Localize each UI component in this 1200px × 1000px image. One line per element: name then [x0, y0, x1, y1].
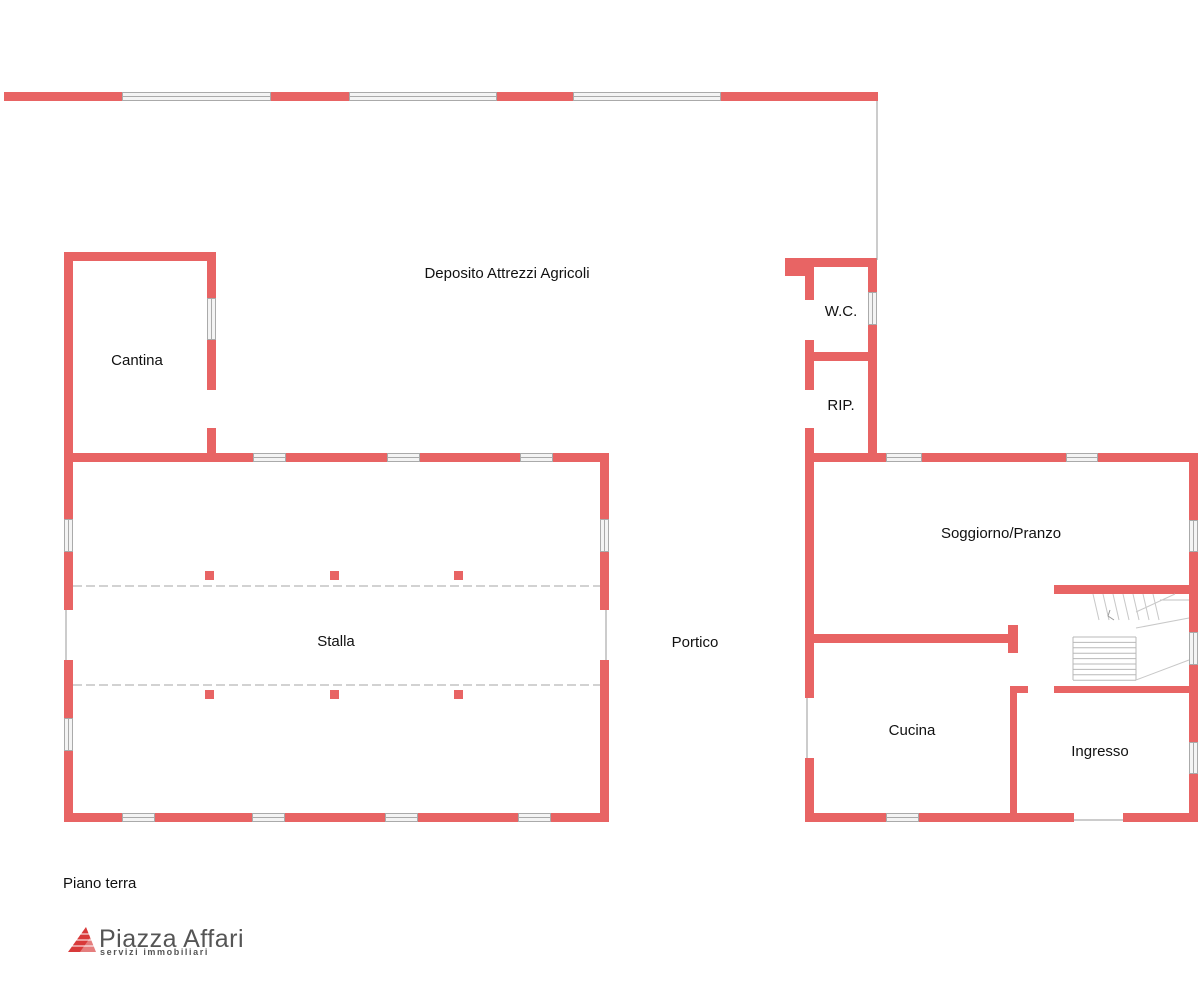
walls [4, 92, 1198, 822]
plan-line [1092, 593, 1100, 621]
wall-segment-10 [64, 453, 253, 462]
wall-segment-37 [868, 258, 877, 292]
wall-segment-35 [805, 340, 814, 390]
wall-segment-4 [721, 92, 878, 101]
wall-segment-7 [207, 252, 216, 298]
wall-segment-28 [330, 571, 339, 580]
room-label-cucina: Cucina [889, 722, 936, 739]
floor-label: Piano terra [63, 875, 137, 892]
plan-line [1152, 593, 1160, 621]
wall-segment-24 [600, 552, 609, 610]
wall-segment-40 [805, 453, 886, 462]
plan-line [1135, 617, 1190, 629]
wall-segment-34 [805, 258, 814, 300]
wall-segment-45 [1189, 665, 1198, 742]
room-label-soggiorno: Soggiorno/Pranzo [941, 525, 1061, 542]
wall-segment-33 [785, 258, 809, 276]
wall-segment-14 [64, 453, 73, 519]
wall-segment-27 [205, 690, 214, 699]
wall-segment-41 [922, 453, 1066, 462]
wall-segment-15 [64, 552, 73, 610]
wall-segment-25 [600, 660, 609, 822]
wall-segment-21 [418, 813, 518, 822]
wall-segment-47 [805, 453, 814, 698]
wall-segment-48 [805, 758, 814, 822]
wall-segment-9 [207, 428, 216, 462]
wall-segment-53 [1008, 625, 1018, 653]
plan-line [1135, 659, 1190, 681]
plan-line [1107, 615, 1115, 621]
logo-tagline: servizi immobiliari [100, 947, 209, 957]
wall-segment-57 [1054, 686, 1189, 693]
room-label-deposito: Deposito Attrezzi Agricoli [424, 265, 589, 282]
wall-segment-54 [1010, 686, 1028, 693]
wall-segment-18 [64, 813, 122, 822]
wall-segment-2 [271, 92, 349, 101]
wall-segment-20 [285, 813, 385, 822]
wall-segment-56 [1054, 585, 1189, 594]
wall-segment-6 [64, 252, 73, 462]
room-label-ingresso: Ingresso [1071, 743, 1129, 760]
wall-segment-39 [805, 352, 877, 361]
wall-segment-26 [205, 571, 214, 580]
wall-segment-38 [868, 325, 877, 462]
plan-line [1132, 593, 1140, 621]
room-label-wc: W.C. [825, 303, 858, 320]
wall-segment-13 [553, 453, 609, 462]
wall-segment-50 [919, 813, 1074, 822]
windows [64, 92, 1198, 822]
room-label-portico: Portico [672, 634, 719, 651]
room-labels: Deposito Attrezzi Agricoli Cantina Stall… [111, 265, 1129, 760]
wall-segment-43 [1189, 453, 1198, 520]
wall-segment-19 [155, 813, 252, 822]
wall-segment-52 [814, 634, 1010, 643]
company-logo: Piazza Affari servizi immobiliari [68, 925, 244, 957]
wall-segment-30 [454, 571, 463, 580]
room-label-stalla: Stalla [317, 633, 355, 650]
wall-segment-17 [64, 751, 73, 822]
wall-segment-31 [454, 690, 463, 699]
wall-segment-32 [785, 258, 877, 267]
wall-segment-36 [805, 428, 814, 462]
wall-segment-55 [1010, 686, 1017, 813]
logo-mark-icon [68, 927, 99, 952]
wall-segment-1 [4, 92, 122, 101]
wall-segment-44 [1189, 552, 1198, 632]
room-label-rip: RIP. [827, 397, 854, 414]
wall-segment-29 [330, 690, 339, 699]
wall-segment-8 [207, 340, 216, 390]
wall-segment-12 [420, 453, 520, 462]
wall-segment-46 [1189, 774, 1198, 822]
wall-segment-16 [64, 660, 73, 718]
wall-segment-22 [551, 813, 609, 822]
wall-segment-49 [805, 813, 886, 822]
plan-line [1107, 609, 1111, 617]
wall-segment-11 [286, 453, 387, 462]
logo-name: Piazza Affari [99, 925, 244, 953]
wall-segment-3 [497, 92, 573, 101]
details [65, 101, 1190, 821]
wall-segment-23 [600, 453, 609, 519]
wall-segment-51 [1123, 813, 1198, 822]
plan-line [1122, 593, 1130, 621]
room-label-cantina: Cantina [111, 352, 163, 369]
wall-segment-42 [1098, 453, 1198, 462]
plan-line [1142, 593, 1150, 621]
plan-line [1112, 593, 1120, 621]
wall-segment-5 [64, 252, 216, 261]
